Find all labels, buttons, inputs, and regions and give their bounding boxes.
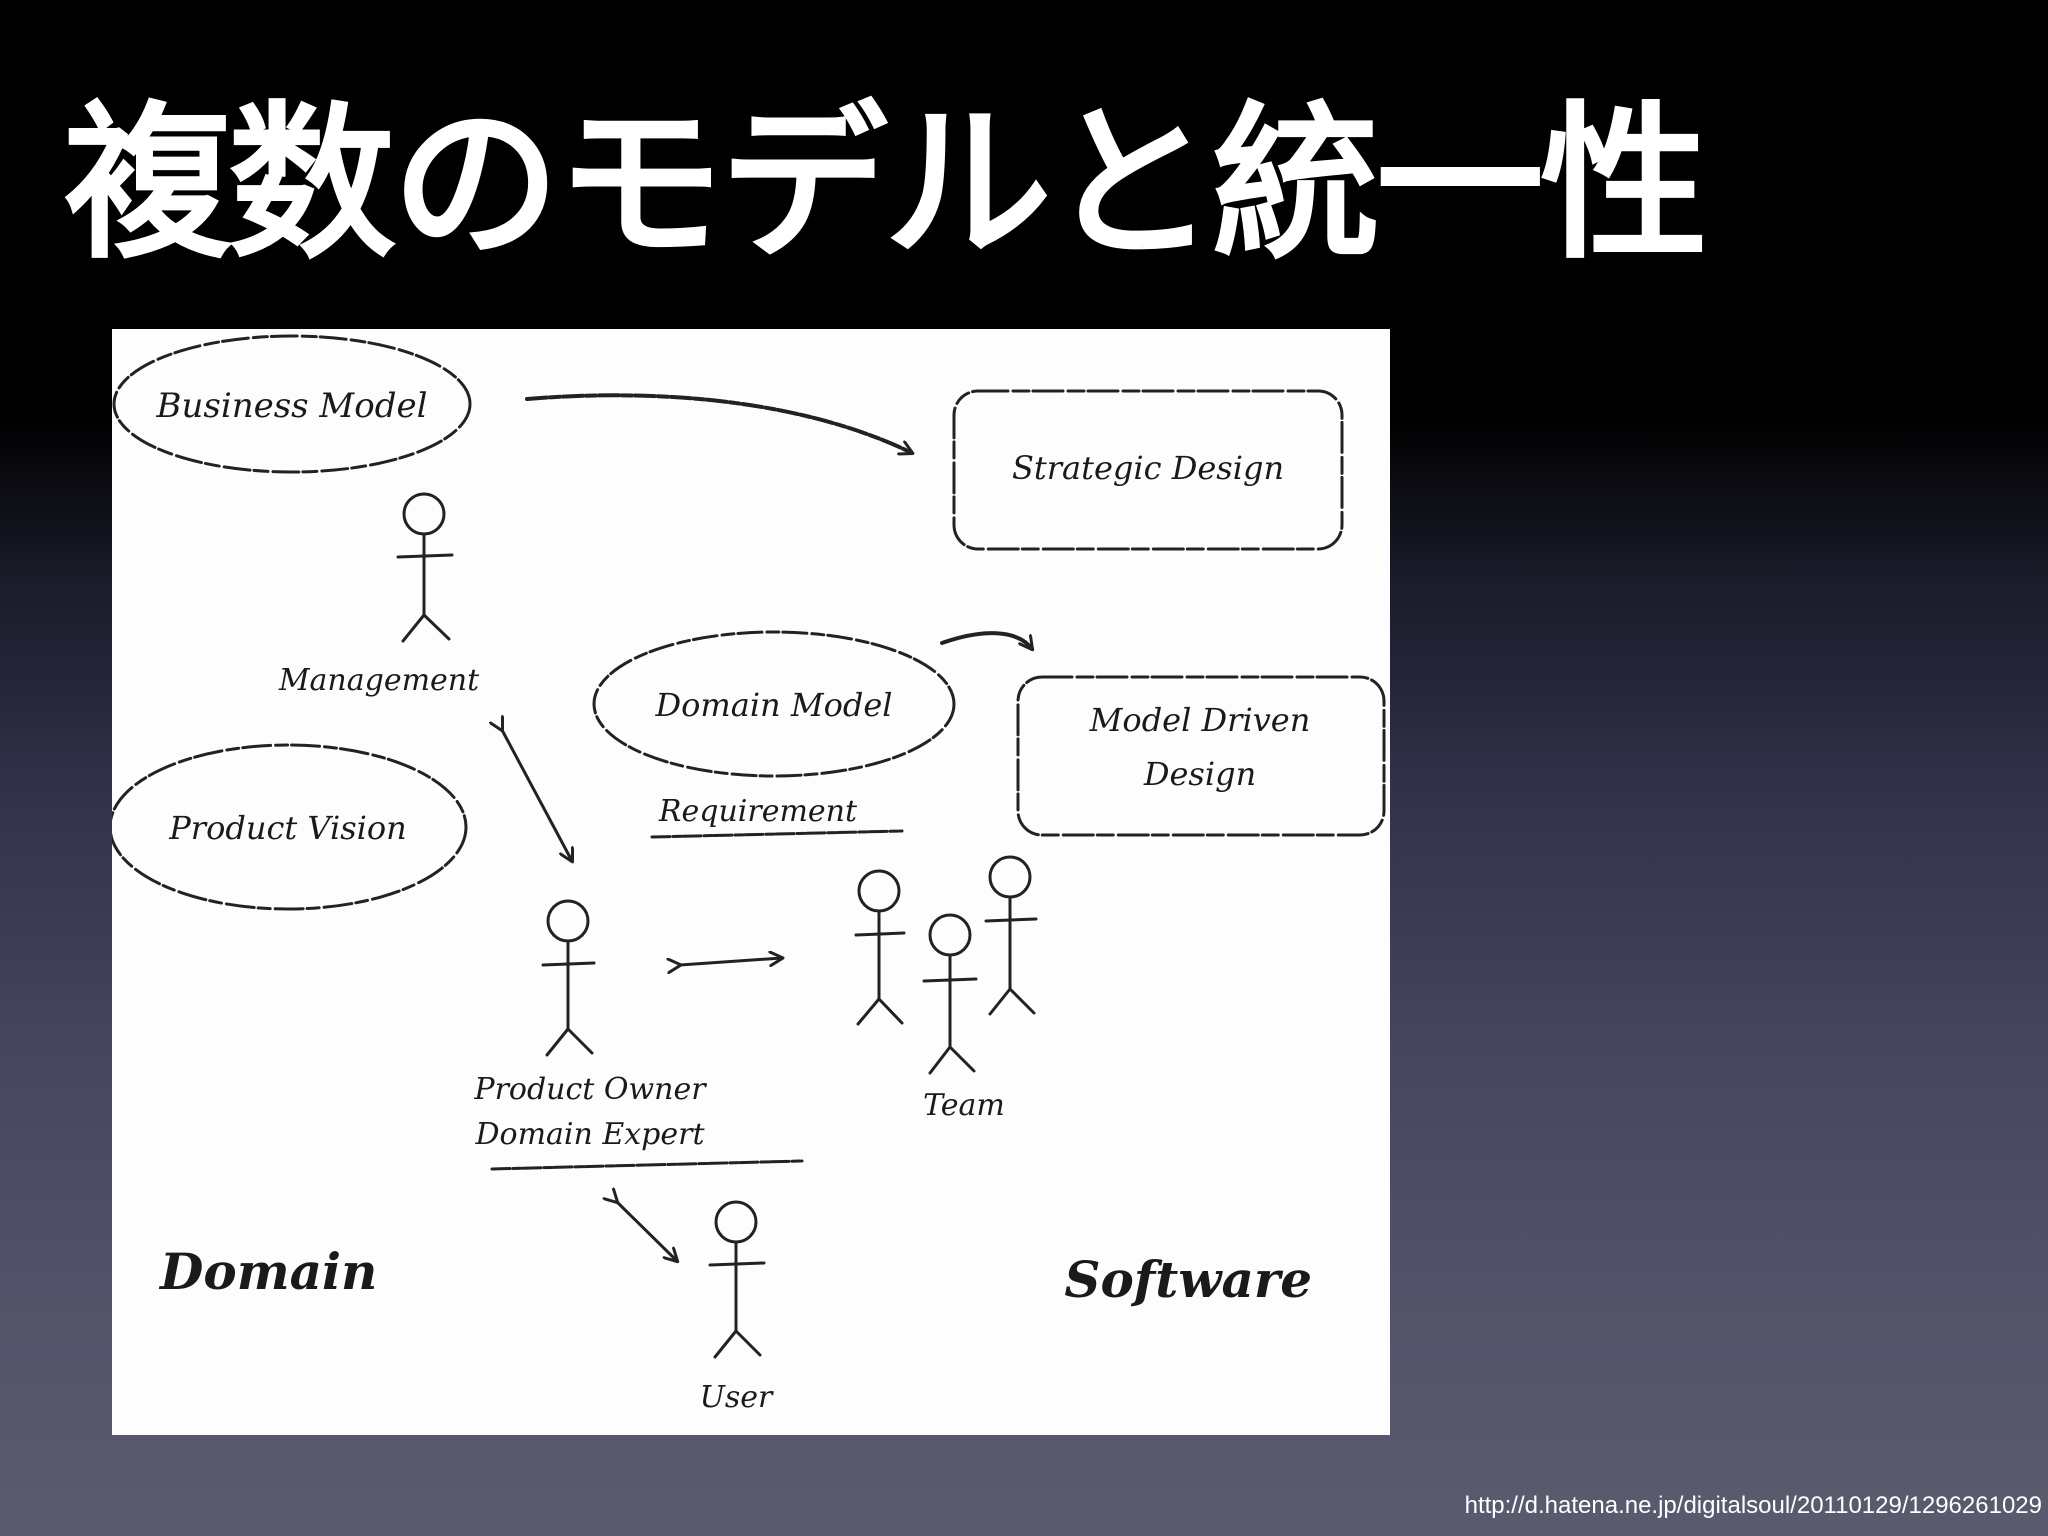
product-owner-label: Product Owner [473, 1072, 707, 1107]
product-vision-label: Product Vision [168, 809, 406, 847]
product-owner-stick-figure [541, 899, 596, 1057]
diagram-canvas: Business Model Domain Model Product Visi… [112, 334, 1386, 1415]
model-driven-design-label-line1: Model Driven [1089, 701, 1311, 739]
product-owner-team-arrow [680, 958, 782, 965]
user-label: User [700, 1380, 774, 1415]
management-product-owner-arrow [502, 730, 572, 861]
management-stick-figure [396, 492, 454, 643]
domain-expert-underline [490, 1159, 804, 1171]
model-driven-design-box: Model Driven Design [1016, 675, 1386, 837]
management-label: Management [278, 663, 480, 698]
product-vision-ellipse: Product Vision [112, 743, 468, 911]
business-to-strategic-arrow [525, 393, 912, 453]
domain-model-ellipse: Domain Model [592, 630, 956, 778]
team-member-1-stick-figure [854, 869, 906, 1026]
user-stick-figure [708, 1200, 766, 1359]
team-label: Team [923, 1088, 1005, 1123]
domain-region-label: Domain [158, 1242, 377, 1301]
team-member-2-stick-figure [922, 913, 978, 1075]
domain-model-to-mdd-arrow [940, 631, 1032, 649]
domain-expert-user-arrow [617, 1202, 677, 1261]
team-member-3-stick-figure [984, 855, 1038, 1016]
requirement-label: Requirement [658, 794, 858, 829]
strategic-design-label: Strategic Design [1012, 449, 1284, 487]
domain-model-label: Domain Model [654, 686, 892, 724]
diagram-panel: Business Model Domain Model Product Visi… [112, 329, 1390, 1435]
business-model-label: Business Model [156, 386, 428, 426]
domain-expert-label: Domain Expert [474, 1117, 705, 1152]
requirement-underline [650, 829, 904, 839]
slide-title: 複数のモデルと統一性 [64, 86, 1708, 282]
source-url: http://d.hatena.ne.jp/digitalsoul/201101… [1464, 1492, 2042, 1519]
business-model-ellipse: Business Model [112, 334, 472, 474]
strategic-design-box: Strategic Design [952, 389, 1344, 551]
software-region-label: Software [1064, 1250, 1312, 1309]
model-driven-design-label-line2: Design [1143, 755, 1256, 793]
